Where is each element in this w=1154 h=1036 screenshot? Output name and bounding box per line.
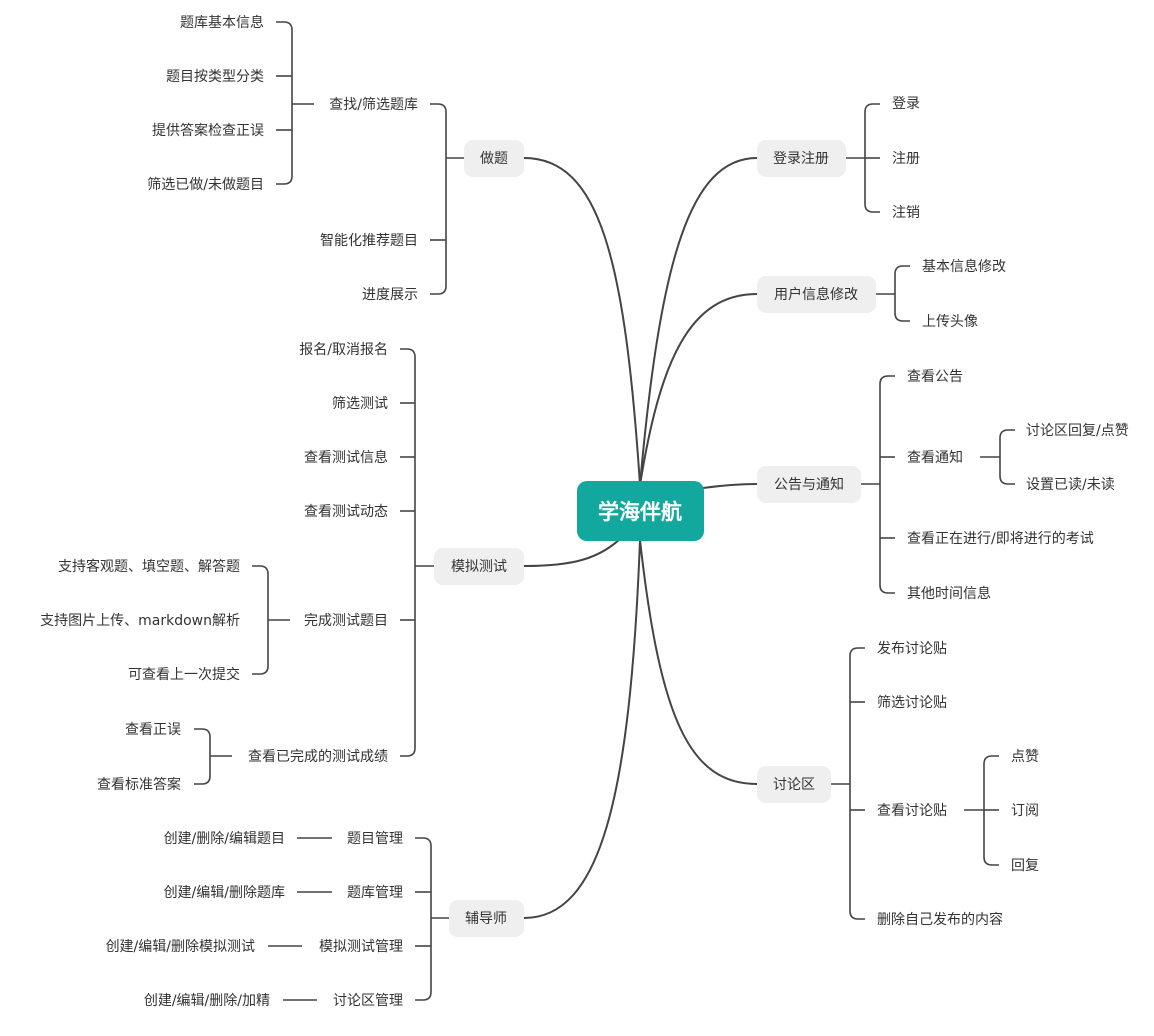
- node-notice-label: 公告与通知: [774, 476, 844, 493]
- node-moni-label: 模拟测试: [451, 559, 507, 575]
- notice-notify-item: 讨论区回复/点赞: [1026, 422, 1129, 439]
- forum-filter: 筛选讨论贴: [877, 695, 947, 711]
- moni-complete-item: 可查看上一次提交: [128, 666, 240, 683]
- moni-item: 报名/取消报名: [299, 342, 388, 358]
- zuoti-find-item: 题库基本信息: [180, 14, 264, 31]
- node-forum-label: 讨论区: [773, 777, 815, 793]
- connectors-login: [846, 103, 880, 213]
- branch-to-zuoti: [523, 157, 641, 486]
- tutor-item: 题库管理: [347, 885, 403, 901]
- node-zuoti[interactable]: 做题: [464, 140, 524, 177]
- connectors-userinfo: [876, 265, 910, 322]
- node-userinfo-label: 用户信息修改: [774, 286, 858, 303]
- tutor-item: 题目管理: [347, 831, 403, 847]
- notice-exam: 查看正在进行/即将进行的考试: [907, 531, 1094, 547]
- forum-publish: 发布讨论贴: [877, 641, 947, 657]
- node-tutor-label: 辅导师: [465, 911, 507, 927]
- moni-score-item: 查看正误: [125, 722, 181, 738]
- zuoti-find: 查找/筛选题库: [329, 97, 418, 113]
- tutor-subitem: 创建/编辑/删除题库: [164, 885, 285, 901]
- forum-view-item: 订阅: [1011, 803, 1039, 819]
- tutor-item: 模拟测试管理: [319, 939, 403, 955]
- tutor-item: 讨论区管理: [333, 993, 403, 1009]
- moni-item: 查看测试信息: [304, 449, 388, 466]
- connectors-tutor: [268, 837, 449, 1001]
- node-moni[interactable]: 模拟测试: [434, 548, 524, 585]
- tutor-subitem: 创建/编辑/删除/加精: [144, 993, 270, 1009]
- branch-to-userinfo: [639, 293, 758, 486]
- branch-to-moni: [523, 534, 625, 567]
- branch-to-notice: [702, 483, 758, 489]
- notice-other: 其他时间信息: [907, 585, 991, 602]
- zuoti-smart: 智能化推荐题目: [320, 233, 418, 249]
- forum-view-item: 回复: [1011, 857, 1039, 874]
- notice-notify-item: 设置已读/未读: [1026, 476, 1115, 493]
- login-item: 登录: [892, 96, 920, 112]
- userinfo-item: 上传头像: [922, 314, 978, 330]
- connectors-notice: [861, 375, 1015, 594]
- login-item: 注销: [892, 205, 920, 221]
- main-branches: [523, 157, 758, 919]
- root-label: 学海伴航: [598, 500, 682, 524]
- moni-score-item: 查看标准答案: [97, 776, 181, 793]
- node-userinfo[interactable]: 用户信息修改: [757, 276, 876, 313]
- zuoti-progress: 进度展示: [362, 287, 418, 303]
- moni-item: 查看测试动态: [304, 504, 388, 520]
- moni-score: 查看已完成的测试成绩: [248, 749, 388, 765]
- zuoti-find-item: 筛选已做/未做题目: [147, 177, 264, 193]
- zuoti-find-item: 提供答案检查正误: [152, 122, 264, 139]
- root-node[interactable]: 学海伴航: [577, 481, 704, 541]
- userinfo-item: 基本信息修改: [922, 258, 1006, 275]
- node-notice[interactable]: 公告与通知: [757, 466, 861, 503]
- tutor-subitem: 创建/删除/编辑题目: [164, 831, 285, 847]
- node-login-label: 登录注册: [773, 151, 829, 167]
- moni-item: 筛选测试: [332, 396, 388, 412]
- connectors-forum: [831, 647, 999, 920]
- notice-announce: 查看公告: [907, 369, 963, 385]
- forum-view-item: 点赞: [1011, 749, 1039, 765]
- forum-view: 查看讨论贴: [877, 803, 947, 819]
- moni-complete: 完成测试题目: [304, 613, 388, 629]
- zuoti-find-item: 题目按类型分类: [166, 69, 264, 85]
- branch-to-forum: [639, 539, 758, 785]
- node-forum[interactable]: 讨论区: [757, 766, 831, 803]
- node-zuoti-label: 做题: [480, 151, 508, 167]
- node-login[interactable]: 登录注册: [757, 140, 846, 177]
- moni-complete-item: 支持图片上传、markdown解析: [40, 613, 240, 629]
- node-tutor[interactable]: 辅导师: [449, 900, 524, 937]
- tutor-subitem: 创建/编辑/删除模拟测试: [106, 939, 255, 955]
- notice-notify: 查看通知: [907, 449, 963, 466]
- forum-delete: 删除自己发布的内容: [877, 911, 1003, 928]
- branch-to-tutor: [523, 539, 641, 919]
- login-item: 注册: [892, 151, 920, 167]
- moni-complete-item: 支持客观题、填空题、解答题: [58, 558, 240, 575]
- branch-to-login: [639, 157, 758, 486]
- connectors-moni: [194, 348, 434, 785]
- connectors-zuoti: [276, 21, 464, 295]
